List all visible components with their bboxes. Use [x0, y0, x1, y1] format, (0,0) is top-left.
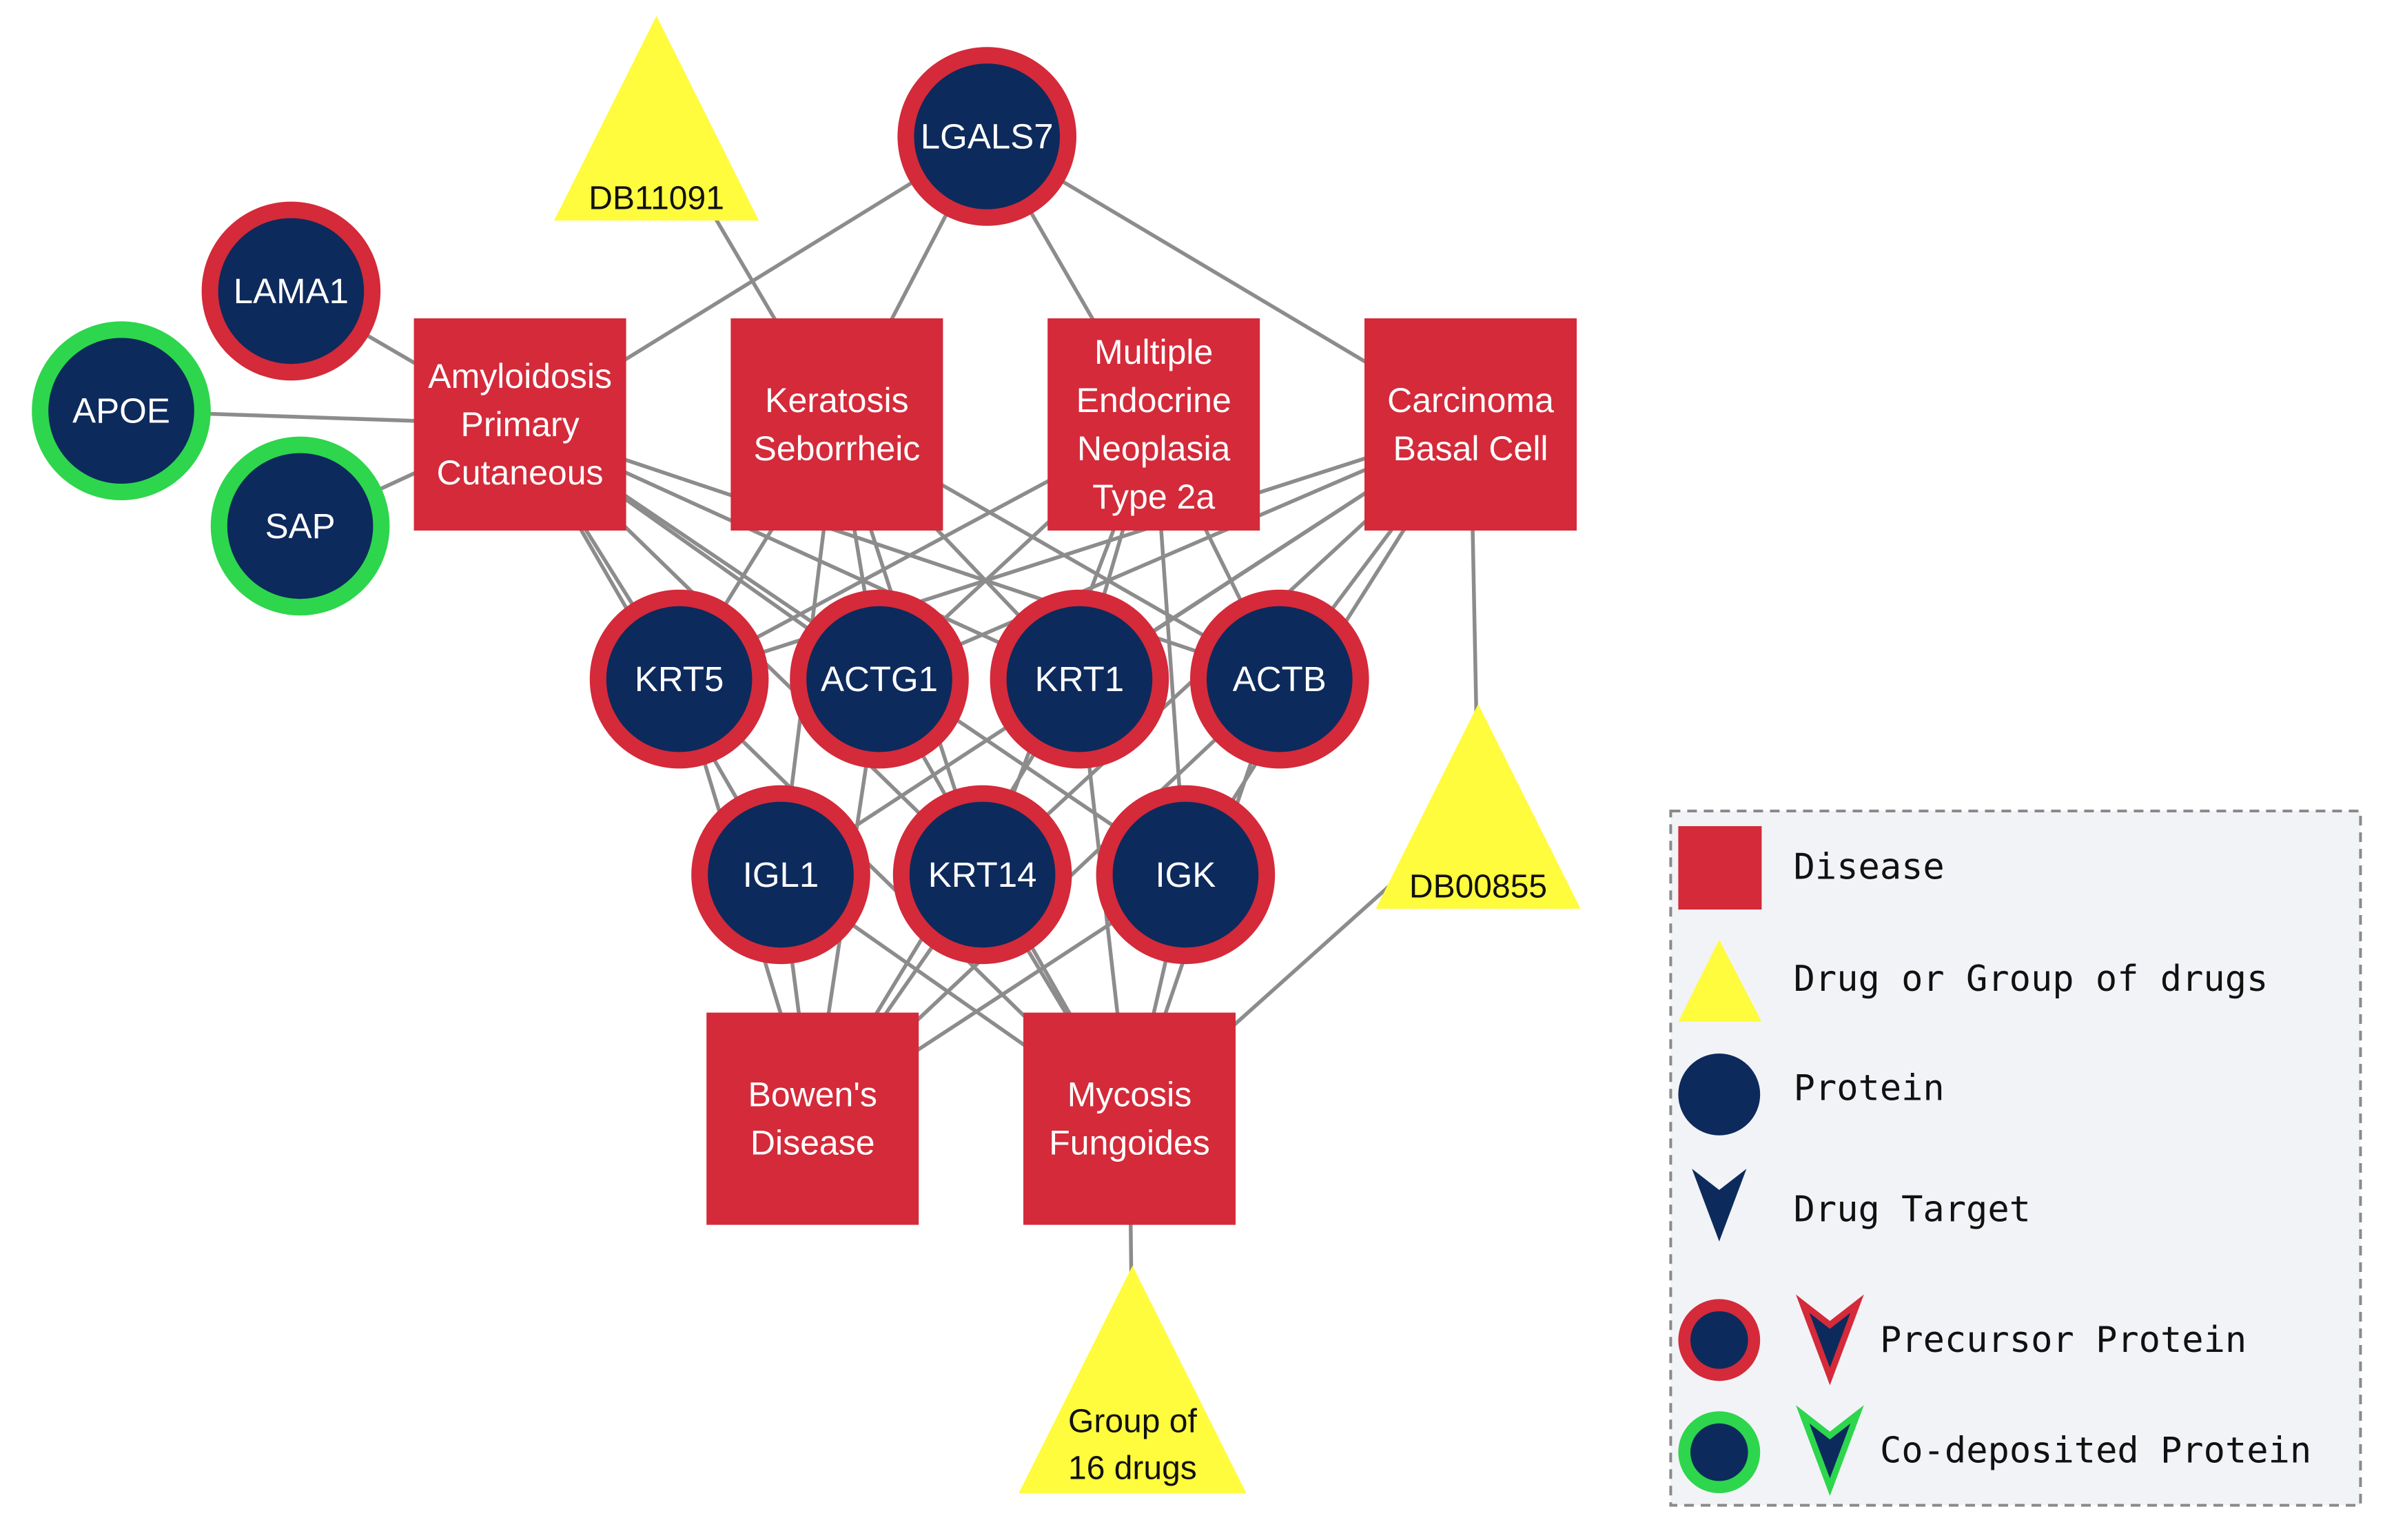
- disease-label-line: Keratosis: [765, 381, 908, 420]
- disease-label-line: Multiple: [1094, 333, 1213, 371]
- legend-disease-icon: [1678, 826, 1762, 910]
- disease-square: [1364, 318, 1577, 531]
- drug-triangle: [1019, 1266, 1247, 1493]
- protein-label: LAMA1: [234, 271, 349, 311]
- drug-node-db00855[interactable]: DB00855: [1375, 704, 1581, 909]
- disease-label-line: Neoplasia: [1077, 429, 1231, 468]
- protein-core: [218, 218, 365, 365]
- drug-node-db11091[interactable]: DB11091: [554, 16, 759, 221]
- legend-drug-target-icon: [1692, 1169, 1747, 1242]
- legend-label-precursor: Precursor Protein: [1880, 1320, 2247, 1361]
- protein-node-igl1[interactable]: IGL1: [691, 785, 870, 965]
- protein-label: LGALS7: [921, 117, 1054, 156]
- protein-label: KRT14: [928, 855, 1037, 894]
- disease-label-line: Basal Cell: [1393, 429, 1548, 468]
- protein-core: [909, 801, 1056, 948]
- disease-label-line: Type 2a: [1092, 478, 1215, 516]
- protein-core: [1112, 801, 1259, 948]
- disease-label-line: Amyloidosis: [428, 357, 612, 396]
- legend-box: [1669, 810, 2362, 1507]
- protein-node-lgals7[interactable]: LGALS7: [897, 47, 1076, 226]
- disease-label-line: Mycosis: [1067, 1076, 1192, 1114]
- protein-label: APOE: [72, 391, 170, 431]
- protein-node-apoe[interactable]: APOE: [32, 321, 211, 500]
- protein-node-lama1[interactable]: LAMA1: [201, 201, 381, 381]
- drug-label-line: DB11091: [589, 181, 724, 217]
- protein-node-krt1[interactable]: KRT1: [990, 589, 1169, 769]
- legend-label-codeposited: Co-deposited Protein: [1880, 1430, 2311, 1471]
- protein-label: ACTB: [1233, 659, 1327, 699]
- drug-label-line: Group of: [1068, 1404, 1197, 1440]
- disease-label-line: Primary: [460, 405, 579, 444]
- protein-label: IGL1: [743, 855, 819, 894]
- drug-label-line: 16 drugs: [1068, 1450, 1197, 1487]
- protein-core: [708, 801, 854, 948]
- protein-core: [1006, 606, 1153, 752]
- disease-label-line: Endocrine: [1076, 381, 1231, 420]
- protein-label: ACTG1: [821, 659, 938, 699]
- legend-label-drug-target: Drug Target: [1794, 1189, 2031, 1231]
- protein-core: [227, 453, 374, 599]
- protein-node-igk[interactable]: IGK: [1096, 785, 1276, 965]
- legend-protein-icon: [1678, 1054, 1761, 1136]
- disease-label-line: Seborrheic: [754, 429, 921, 468]
- protein-node-actg1[interactable]: ACTG1: [790, 589, 969, 769]
- protein-label: KRT5: [635, 659, 724, 699]
- disease-label-line: Bowen's: [748, 1076, 877, 1114]
- protein-core: [1207, 606, 1353, 752]
- legend-label-drug: Drug or Group of drugs: [1794, 958, 2269, 1000]
- legend-precursor-core-icon: [1690, 1311, 1748, 1369]
- disease-square: [706, 1012, 919, 1225]
- protein-label: IGK: [1155, 855, 1216, 894]
- disease-label-line: Fungoides: [1049, 1124, 1210, 1162]
- protein-node-krt5[interactable]: KRT5: [589, 589, 769, 769]
- protein-node-krt14[interactable]: KRT14: [892, 785, 1072, 965]
- disease-square: [413, 318, 626, 531]
- protein-label: SAP: [265, 506, 336, 546]
- protein-core: [806, 606, 952, 752]
- drug-node-group16[interactable]: Group of 16 drugs: [1019, 1266, 1247, 1493]
- disease-square: [1047, 318, 1260, 531]
- legend-label-disease: Disease: [1794, 846, 1945, 887]
- legend-codeposited-target-icon: [1795, 1405, 1864, 1497]
- disease-square: [1023, 1012, 1236, 1225]
- disease-label-line: Disease: [750, 1124, 875, 1162]
- legend-label-protein: Protein: [1794, 1068, 1945, 1109]
- disease-square: [730, 318, 943, 531]
- drug-triangle: [554, 16, 759, 221]
- protein-node-sap[interactable]: SAP: [210, 436, 390, 616]
- protein-core: [48, 338, 194, 484]
- protein-node-actb[interactable]: ACTB: [1190, 589, 1369, 769]
- drug-label-line: DB00855: [1409, 868, 1547, 905]
- drug-triangle: [1375, 704, 1581, 909]
- legend-drug-icon: [1678, 940, 1762, 1022]
- legend-codeposited-core-icon: [1690, 1423, 1748, 1481]
- disease-label-line: Carcinoma: [1387, 381, 1554, 420]
- protein-label: KRT1: [1035, 659, 1124, 699]
- disease-label-line: Cutaneous: [437, 453, 604, 492]
- protein-core: [606, 606, 753, 752]
- legend-precursor-target-icon: [1795, 1294, 1864, 1386]
- protein-core: [914, 63, 1060, 209]
